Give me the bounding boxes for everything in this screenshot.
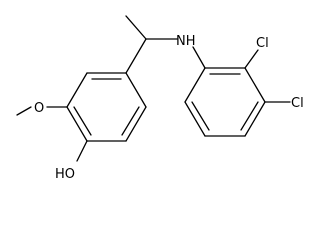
bond-ring2-c	[244, 101, 266, 137]
atom-label-nh: NH	[176, 34, 196, 49]
bond-o-methyl	[16, 106, 32, 116]
structure-canvas: NH Cl Cl HO O	[16, 15, 304, 182]
atom-label-cl-lower: Cl	[291, 96, 304, 111]
atom-label-o-methoxy: O	[34, 101, 44, 116]
bond-ring2-c-inner	[240, 101, 259, 131]
chemical-structure: NH Cl Cl HO O	[16, 15, 304, 182]
bond-ring2-e	[184, 101, 206, 137]
bond-ring1-b	[66, 72, 88, 108]
bond-methyl	[125, 15, 147, 40]
bond-ring-oh	[76, 140, 88, 162]
bond-ring2-b	[244, 67, 266, 103]
atom-label-cl-upper: Cl	[256, 36, 269, 51]
bond-ring1-f	[125, 72, 147, 108]
bond-cl-upper	[244, 49, 259, 69]
bond-ch-ring	[125, 38, 147, 74]
bond-ring1-c-inner	[73, 106, 92, 136]
bond-ring1-c	[66, 106, 88, 142]
bond-ring1-e	[125, 106, 147, 142]
bond-nh-ring	[192, 46, 206, 69]
bond-ring1-e-inner	[121, 106, 140, 136]
bond-ring2-e-inner	[191, 101, 210, 131]
bond-ring2-f	[184, 67, 206, 103]
atom-label-oh: HO	[55, 167, 75, 182]
